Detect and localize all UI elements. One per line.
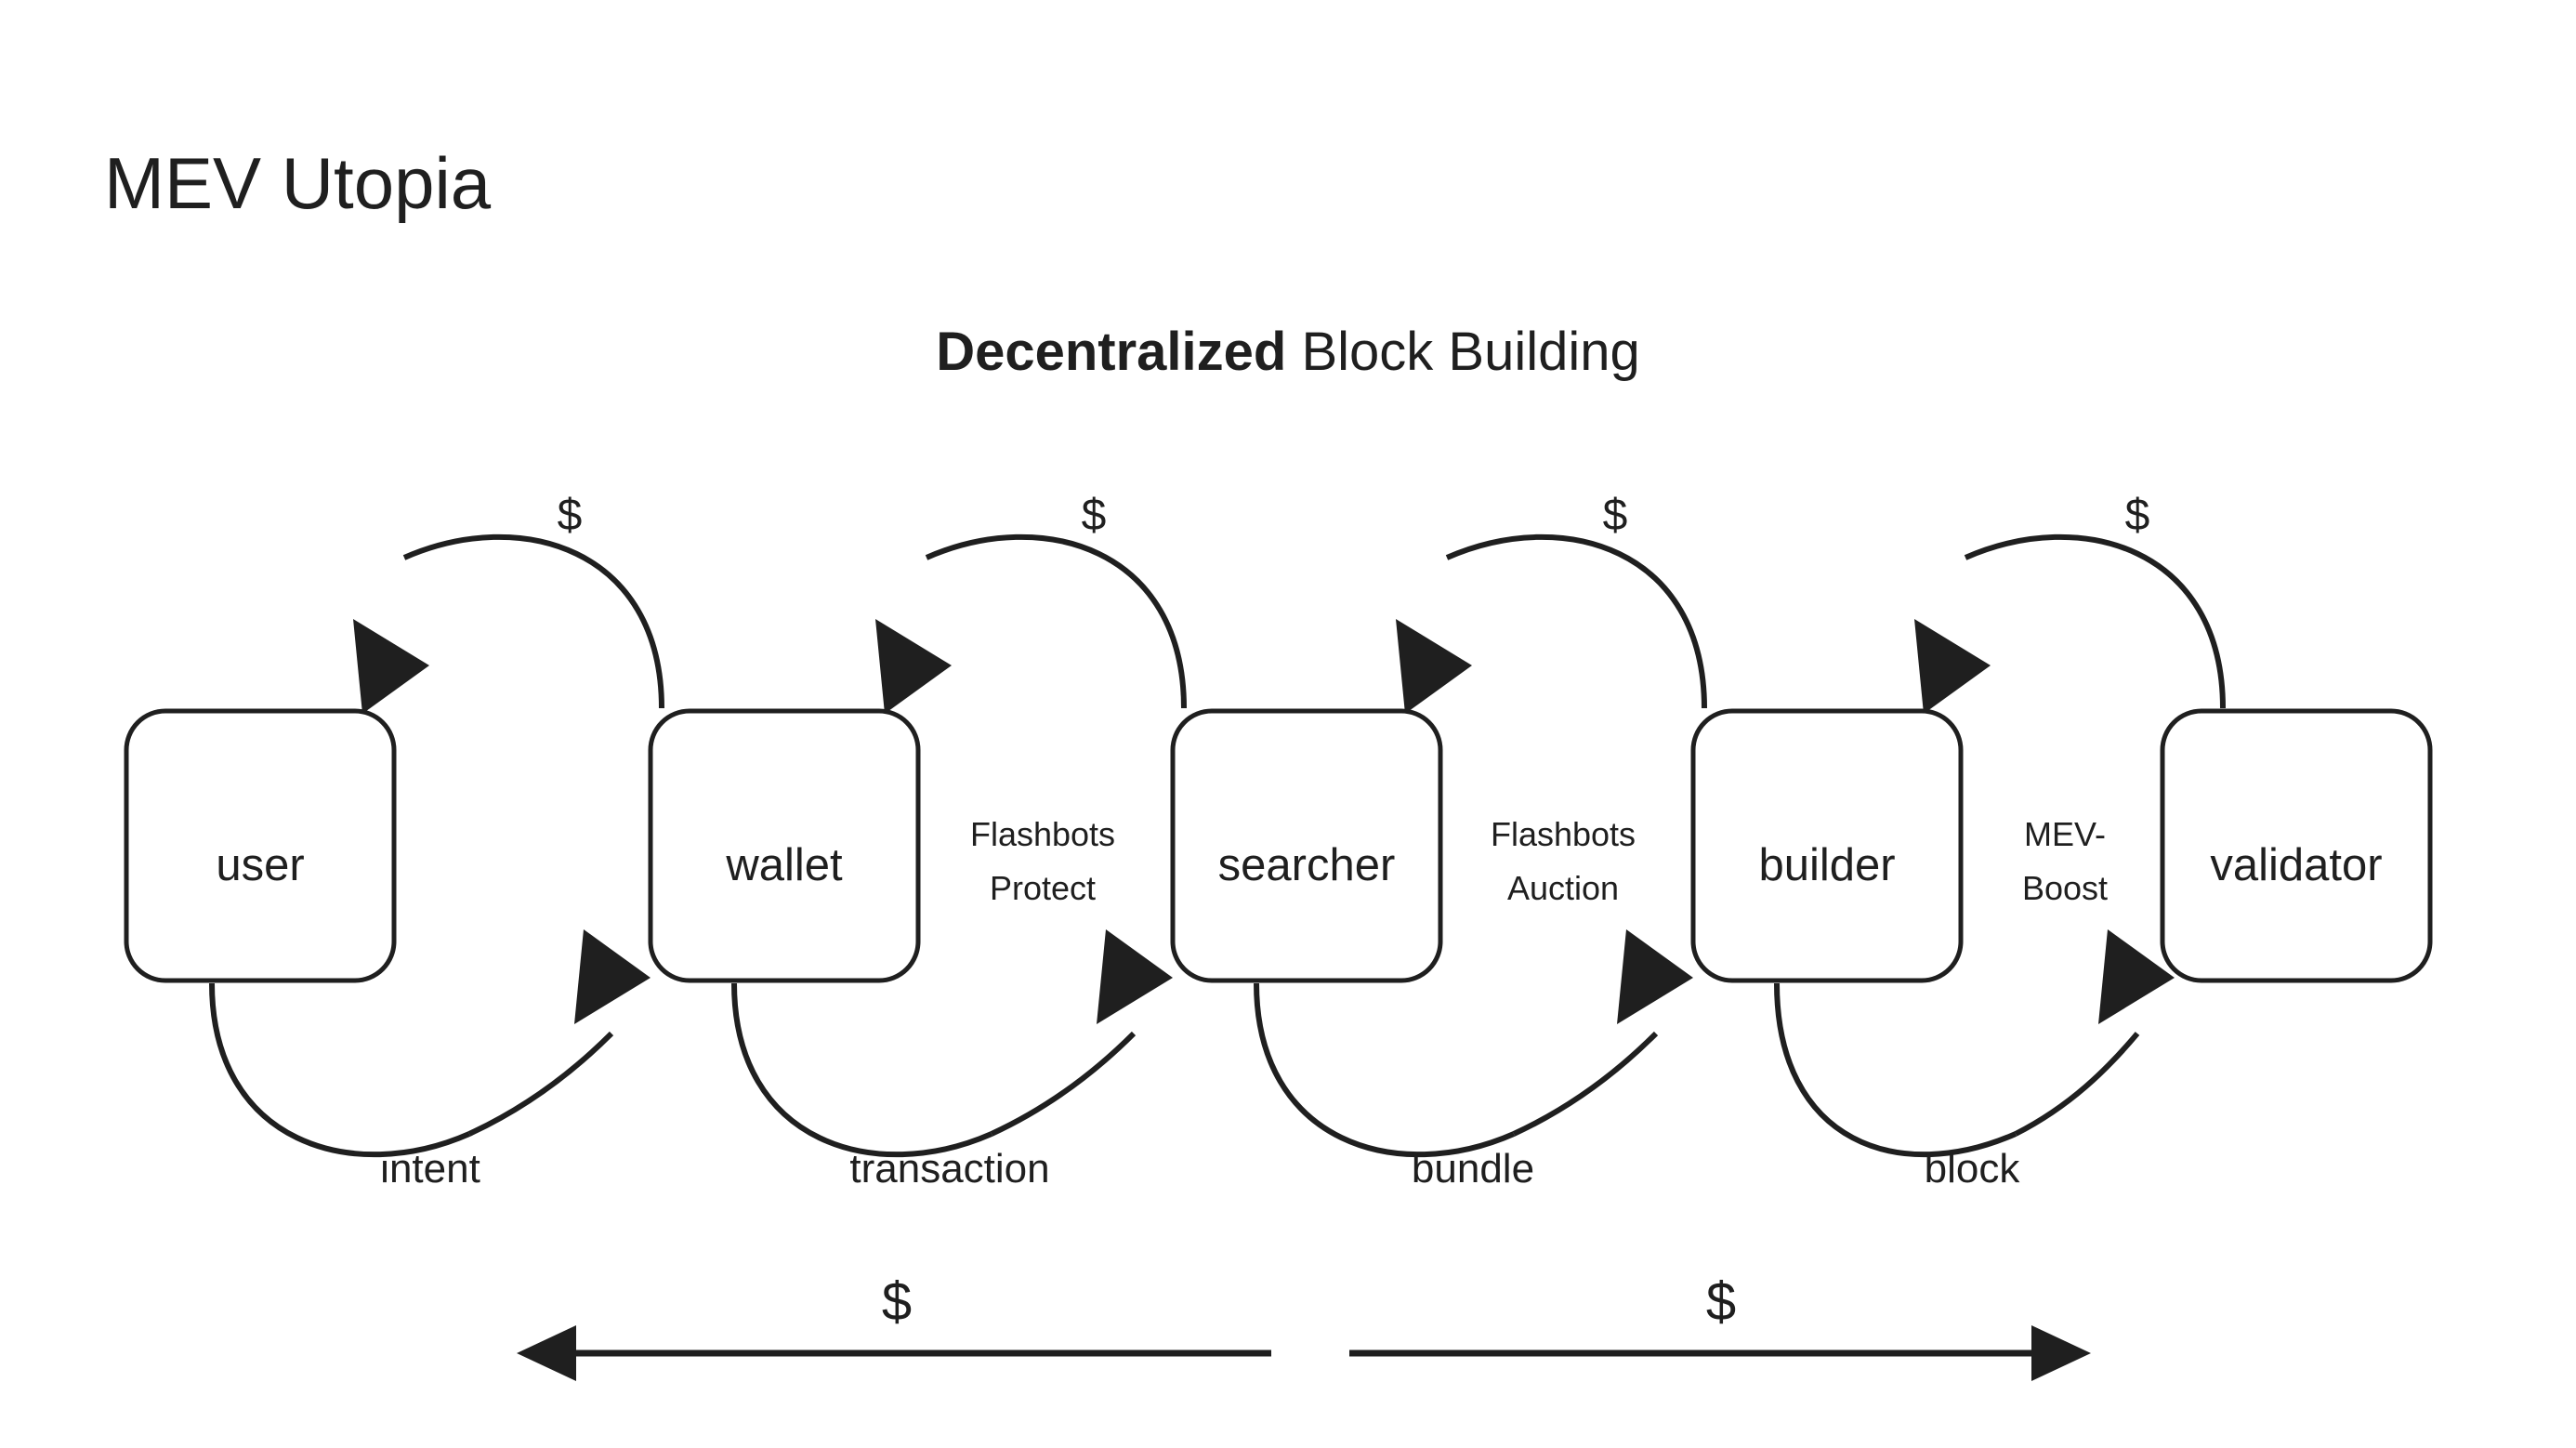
subtitle-rest: Block Building <box>1286 322 1640 382</box>
payment-arc-validator-to-builder <box>1914 533 2226 714</box>
middle-label-flashbots-auction: Flashbots Auction <box>1491 815 1636 907</box>
flow-label-bundle: bundle <box>1412 1146 1534 1191</box>
payment-symbol-searcher-to-wallet: $ <box>1082 491 1107 540</box>
middle-label-mev-boost: MEV- Boost <box>2022 815 2108 907</box>
middle-label-mev-boost-line1: MEV- <box>2024 815 2106 853</box>
payment-arc-searcher-to-wallet <box>875 533 1187 714</box>
summary-arrow-value-flow-left <box>517 1325 1271 1381</box>
flow-arc-intent <box>209 929 651 1158</box>
payment-symbol-wallet-to-user: $ <box>558 491 583 540</box>
middle-label-flashbots-protect-line1: Flashbots <box>970 815 1115 853</box>
node-label-validator: validator <box>2210 840 2382 890</box>
node-builder[interactable]: builder <box>1690 708 1964 983</box>
flow-arc-bundle <box>1254 929 1693 1158</box>
flow-arc-block <box>1774 929 2175 1158</box>
node-label-user: user <box>216 840 304 890</box>
node-label-wallet: wallet <box>725 840 843 890</box>
flow-label-intent: intent <box>380 1146 480 1191</box>
payment-symbol-validator-to-builder: $ <box>2125 491 2150 540</box>
payment-arc-wallet-to-user <box>353 533 664 714</box>
flow-arc-transaction <box>731 929 1173 1158</box>
node-validator[interactable]: validator <box>2160 708 2433 983</box>
summary-symbol-left: $ <box>882 1271 912 1332</box>
payment-arc-builder-to-searcher <box>1396 533 1707 714</box>
flow-label-block: block <box>1925 1146 2021 1191</box>
summary-symbol-right: $ <box>1706 1271 1736 1332</box>
subtitle-bold: Decentralized <box>936 322 1287 382</box>
middle-label-flashbots-auction-line1: Flashbots <box>1491 815 1636 853</box>
middle-label-mev-boost-line2: Boost <box>2022 869 2108 907</box>
node-label-builder: builder <box>1758 840 1895 890</box>
node-user[interactable]: user <box>124 708 397 983</box>
node-wallet[interactable]: wallet <box>648 708 921 983</box>
payment-symbol-builder-to-searcher: $ <box>1603 491 1628 540</box>
slide-subtitle: Decentralized Block Building <box>0 321 2576 383</box>
middle-label-flashbots-auction-line2: Auction <box>1507 869 1619 907</box>
flow-label-transaction: transaction <box>849 1146 1049 1191</box>
node-label-searcher: searcher <box>1218 840 1396 890</box>
middle-label-flashbots-protect-line2: Protect <box>990 869 1096 907</box>
node-searcher[interactable]: searcher <box>1170 708 1443 983</box>
page-title: MEV Utopia <box>104 142 492 224</box>
middle-label-flashbots-protect: Flashbots Protect <box>970 815 1115 907</box>
summary-arrow-value-flow-right <box>1349 1325 2091 1381</box>
